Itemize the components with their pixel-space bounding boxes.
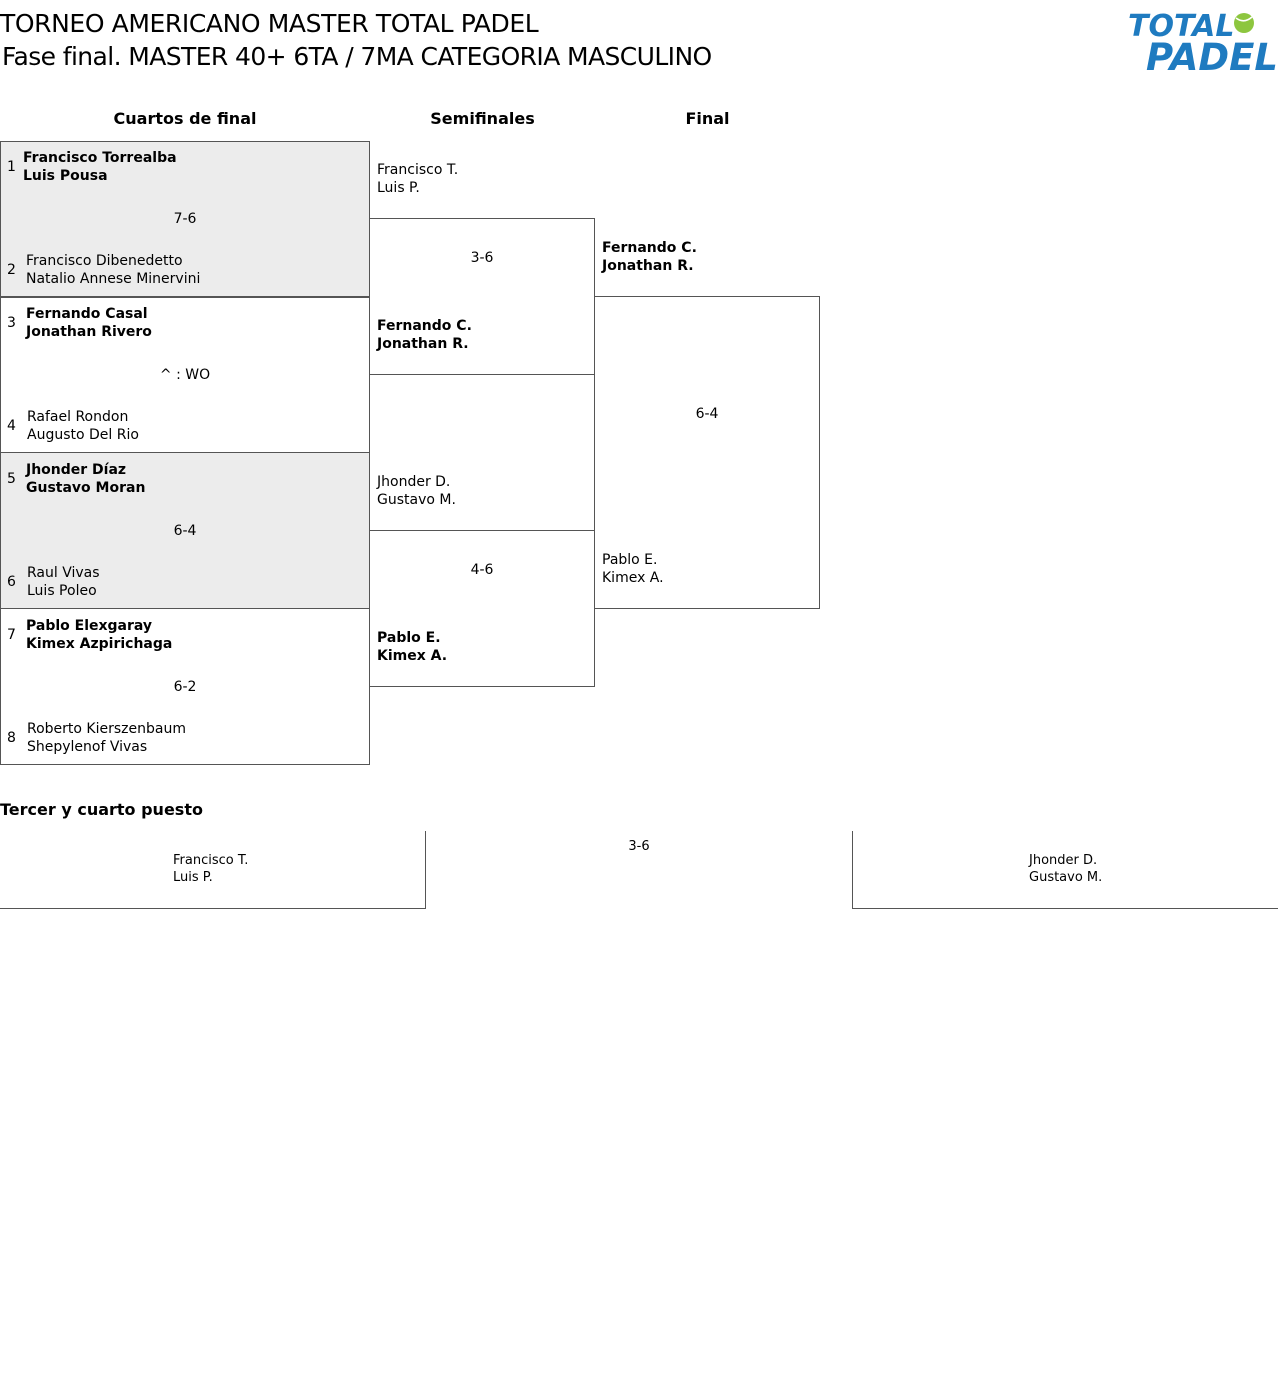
player-name: Rafael Rondon — [27, 409, 129, 425]
third-place-score: 3-6 — [628, 839, 650, 854]
winner-team: Fernando Casal Jonathan Rivero — [26, 305, 152, 341]
player-name: Francisco T. — [173, 853, 249, 868]
player-name: Pablo Elexgaray — [26, 618, 153, 634]
player-name: Kimex A. — [377, 648, 448, 664]
seed-number: 4 — [7, 418, 16, 434]
third-place-left-team: Francisco T. Luis P. — [173, 852, 248, 886]
seed-number: 2 — [7, 262, 16, 278]
final-match — [594, 296, 820, 609]
player-name: Pablo E. — [377, 630, 441, 646]
third-place-right-team: Jhonder D. Gustavo M. — [1029, 852, 1102, 886]
player-name: Jhonder D. — [377, 474, 451, 490]
player-name: Shepylenof Vivas — [27, 739, 148, 755]
loser-team: Rafael Rondon Augusto Del Rio — [27, 408, 139, 444]
quarterfinal-match-1 — [0, 141, 370, 298]
player-name: Pablo E. — [602, 552, 658, 568]
player-name: Raul Vivas — [27, 565, 100, 581]
semifinal-top-team: Jhonder D. Gustavo M. — [377, 473, 456, 509]
seed-number: 3 — [7, 315, 16, 331]
player-name: Roberto Kierszenbaum — [27, 721, 186, 737]
loser-team: Francisco Dibenedetto Natalio Annese Min… — [26, 252, 200, 288]
seed-number: 1 — [7, 159, 16, 175]
final-bottom-team: Pablo E. Kimex A. — [602, 551, 664, 587]
winner-team: Pablo Elexgaray Kimex Azpirichaga — [26, 617, 172, 653]
loser-team: Raul Vivas Luis Poleo — [27, 564, 100, 600]
player-name: Fernando Casal — [26, 306, 148, 322]
player-name: Luis P. — [377, 180, 420, 196]
third-place-title: Tercer y cuarto puesto — [0, 800, 203, 819]
match-score: 7-6 — [173, 211, 197, 227]
seed-number: 8 — [7, 730, 16, 746]
third-place-right-cell — [852, 831, 1278, 909]
page-title: TORNEO AMERICANO MASTER TOTAL PADEL — [0, 9, 539, 38]
player-name: Kimex Azpirichaga — [26, 636, 173, 652]
player-name: Francisco Dibenedetto — [26, 253, 183, 269]
player-name: Gustavo M. — [1029, 870, 1103, 885]
player-name: Fernando C. — [377, 318, 472, 334]
player-name: Jonathan Rivero — [26, 324, 152, 340]
player-name: Jonathan R. — [602, 258, 694, 274]
winner-team: Pablo E. Kimex A. — [377, 629, 447, 665]
loser-team: Roberto Kierszenbaum Shepylenof Vivas — [27, 720, 186, 756]
round-header-final: Final — [685, 109, 730, 128]
seed-number: 7 — [7, 627, 16, 643]
match-score: 6-4 — [695, 406, 719, 422]
page-subtitle: Fase final. MASTER 40+ 6TA / 7MA CATEGOR… — [2, 42, 712, 71]
match-score: 6-2 — [173, 679, 197, 695]
match-score: 6-4 — [173, 523, 197, 539]
seed-number: 6 — [7, 574, 16, 590]
player-name: Luis P. — [173, 870, 213, 885]
winner-team: Francisco Torrealba Luis Pousa — [23, 149, 177, 185]
player-name: Gustavo M. — [377, 492, 456, 508]
player-name: Luis Poleo — [27, 583, 97, 599]
player-name: Augusto Del Rio — [27, 427, 139, 443]
third-place-left-cell — [0, 831, 426, 909]
tennis-ball-icon — [1234, 13, 1254, 33]
semifinal-top-team: Francisco T. Luis P. — [377, 161, 458, 197]
winner-team: Fernando C. Jonathan R. — [602, 239, 697, 275]
player-name: Jonathan R. — [377, 336, 469, 352]
round-header-semifinals: Semifinales — [430, 109, 535, 128]
match-score: 3-6 — [470, 250, 494, 266]
player-name: Gustavo Moran — [26, 480, 146, 496]
player-name: Kimex A. — [602, 570, 664, 586]
player-name: Francisco T. — [377, 162, 459, 178]
logo-graphic: TOTAL PADEL — [1128, 9, 1278, 79]
player-name: Luis Pousa — [23, 168, 108, 184]
player-name: Francisco Torrealba — [23, 150, 177, 166]
match-score: ^ : WO — [159, 367, 211, 383]
player-name: Fernando C. — [602, 240, 697, 256]
player-name: Natalio Annese Minervini — [26, 271, 201, 287]
round-header-quarterfinals: Cuartos de final — [113, 109, 257, 128]
player-name: Jhonder Díaz — [26, 462, 127, 478]
player-name: Jhonder D. — [1029, 853, 1098, 868]
logo-top-text: TOTAL — [1128, 9, 1234, 44]
seed-number: 5 — [7, 471, 16, 487]
logo-bottom-text: PADEL — [1146, 36, 1276, 74]
winner-team: Fernando C. Jonathan R. — [377, 317, 472, 353]
match-score: 4-6 — [470, 562, 494, 578]
winner-team: Jhonder Díaz Gustavo Moran — [26, 461, 145, 497]
total-padel-logo: TOTAL PADEL — [1126, 6, 1278, 79]
